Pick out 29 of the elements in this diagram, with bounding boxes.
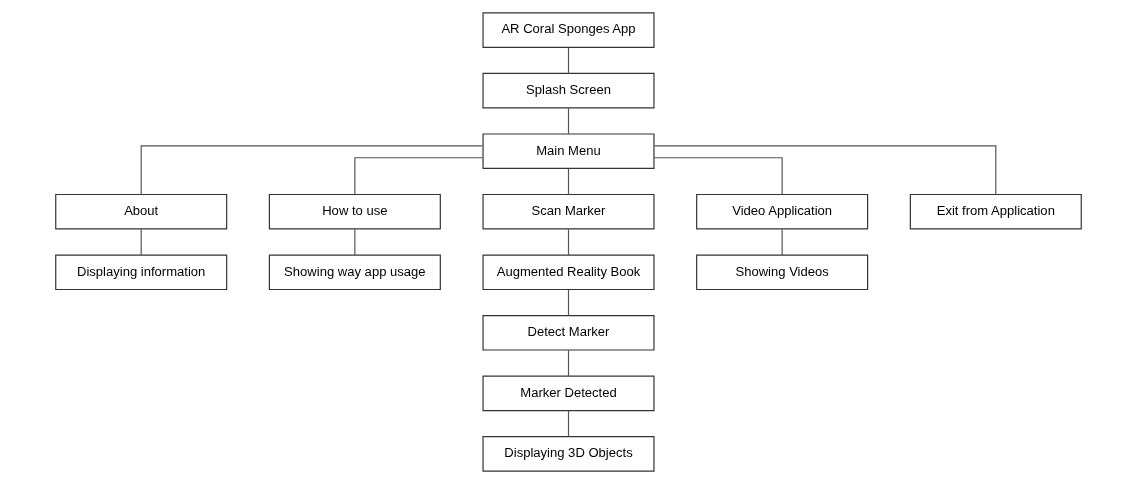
connector (354, 157, 484, 195)
node-box: Showing Videos (696, 254, 869, 291)
node-box: Splash Screen (482, 72, 655, 109)
node-box: Showing way app usage (268, 254, 441, 291)
node-box: Augmented Reality Book (482, 254, 655, 291)
connector (567, 47, 570, 74)
node-box: Displaying information (55, 254, 228, 291)
node-box: Displaying 3D Objects (482, 436, 655, 472)
node-box: About (55, 193, 228, 230)
node-box: Video Application (696, 193, 869, 230)
connector (354, 228, 356, 256)
connector (567, 228, 570, 256)
node-box: Main Menu (482, 133, 655, 169)
node-box: AR Coral Sponges App (482, 12, 655, 48)
connector (140, 145, 484, 196)
connector (781, 228, 783, 256)
connector (567, 289, 570, 317)
node-box: How to use (268, 193, 441, 230)
connector (567, 107, 570, 135)
connector (567, 410, 570, 438)
connector (653, 145, 997, 196)
connector (653, 157, 783, 195)
connector (140, 228, 142, 256)
node-box: Marker Detected (482, 375, 655, 412)
node-box: Scan Marker (482, 193, 655, 230)
node-box: Exit from Application (909, 193, 1082, 230)
connector (567, 349, 570, 377)
connector (567, 168, 570, 196)
node-box: Detect Marker (482, 315, 655, 351)
